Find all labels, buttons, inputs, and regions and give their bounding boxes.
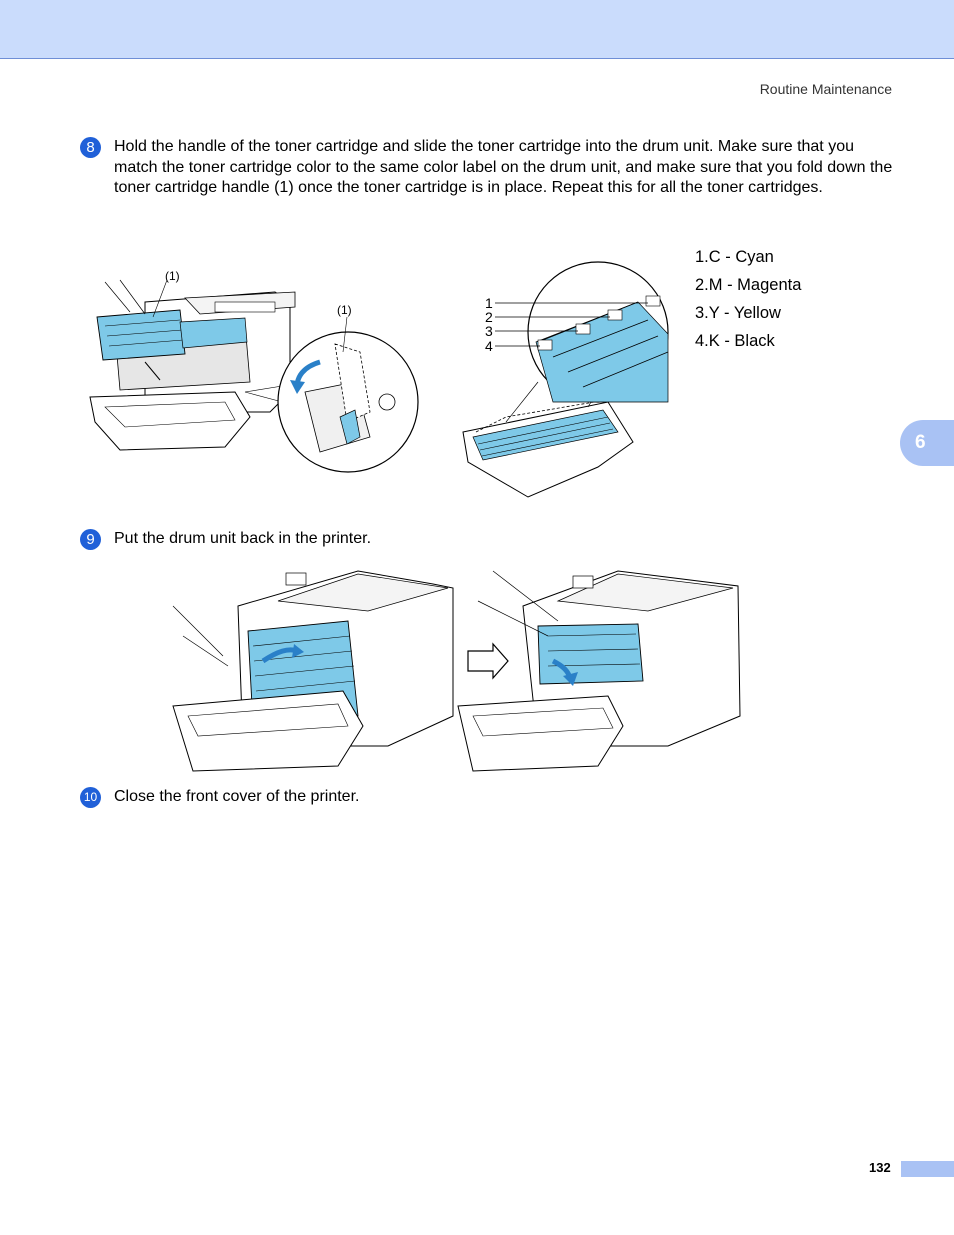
drum-number-3: 3 — [485, 323, 493, 339]
step-9-text: Put the drum unit back in the printer. — [114, 530, 372, 547]
legend-item-cyan: 1.C - Cyan — [695, 248, 774, 266]
toner-insertion-illustration: (1) (1) — [89, 269, 419, 473]
page-number-bar — [901, 1161, 954, 1177]
legend-item-black: 4.K - Black — [695, 332, 775, 350]
legend-item-magenta: 2.M - Magenta — [695, 276, 802, 294]
step-10-text: Close the front cover of the printer. — [114, 788, 360, 805]
drum-number-2: 2 — [485, 309, 493, 325]
header-band — [0, 0, 954, 59]
callout-zoom-label: (1) — [337, 303, 352, 317]
section-title: Routine Maintenance — [759, 81, 892, 97]
step-8-text: Hold the handle of the toner cartridge a… — [114, 138, 893, 196]
step-number-badge: 9 — [80, 529, 101, 550]
step-number-badge: 8 — [80, 137, 101, 158]
color-legend: 1.C - Cyan 2.M - Magenta 3.Y - Yellow 4.… — [695, 243, 801, 355]
callout-handle-label: (1) — [165, 269, 180, 283]
page-number: 132 — [869, 1160, 891, 1175]
drum-insertion-illustration — [172, 570, 741, 772]
drum-number-1: 1 — [485, 295, 493, 311]
legend-item-yellow: 3.Y - Yellow — [695, 304, 781, 322]
step-number-badge: 10 — [80, 787, 101, 808]
drum-number-4: 4 — [485, 338, 493, 354]
chapter-tab: 6 — [900, 420, 954, 466]
drum-unit-illustration: 1 2 3 4 — [462, 261, 669, 498]
